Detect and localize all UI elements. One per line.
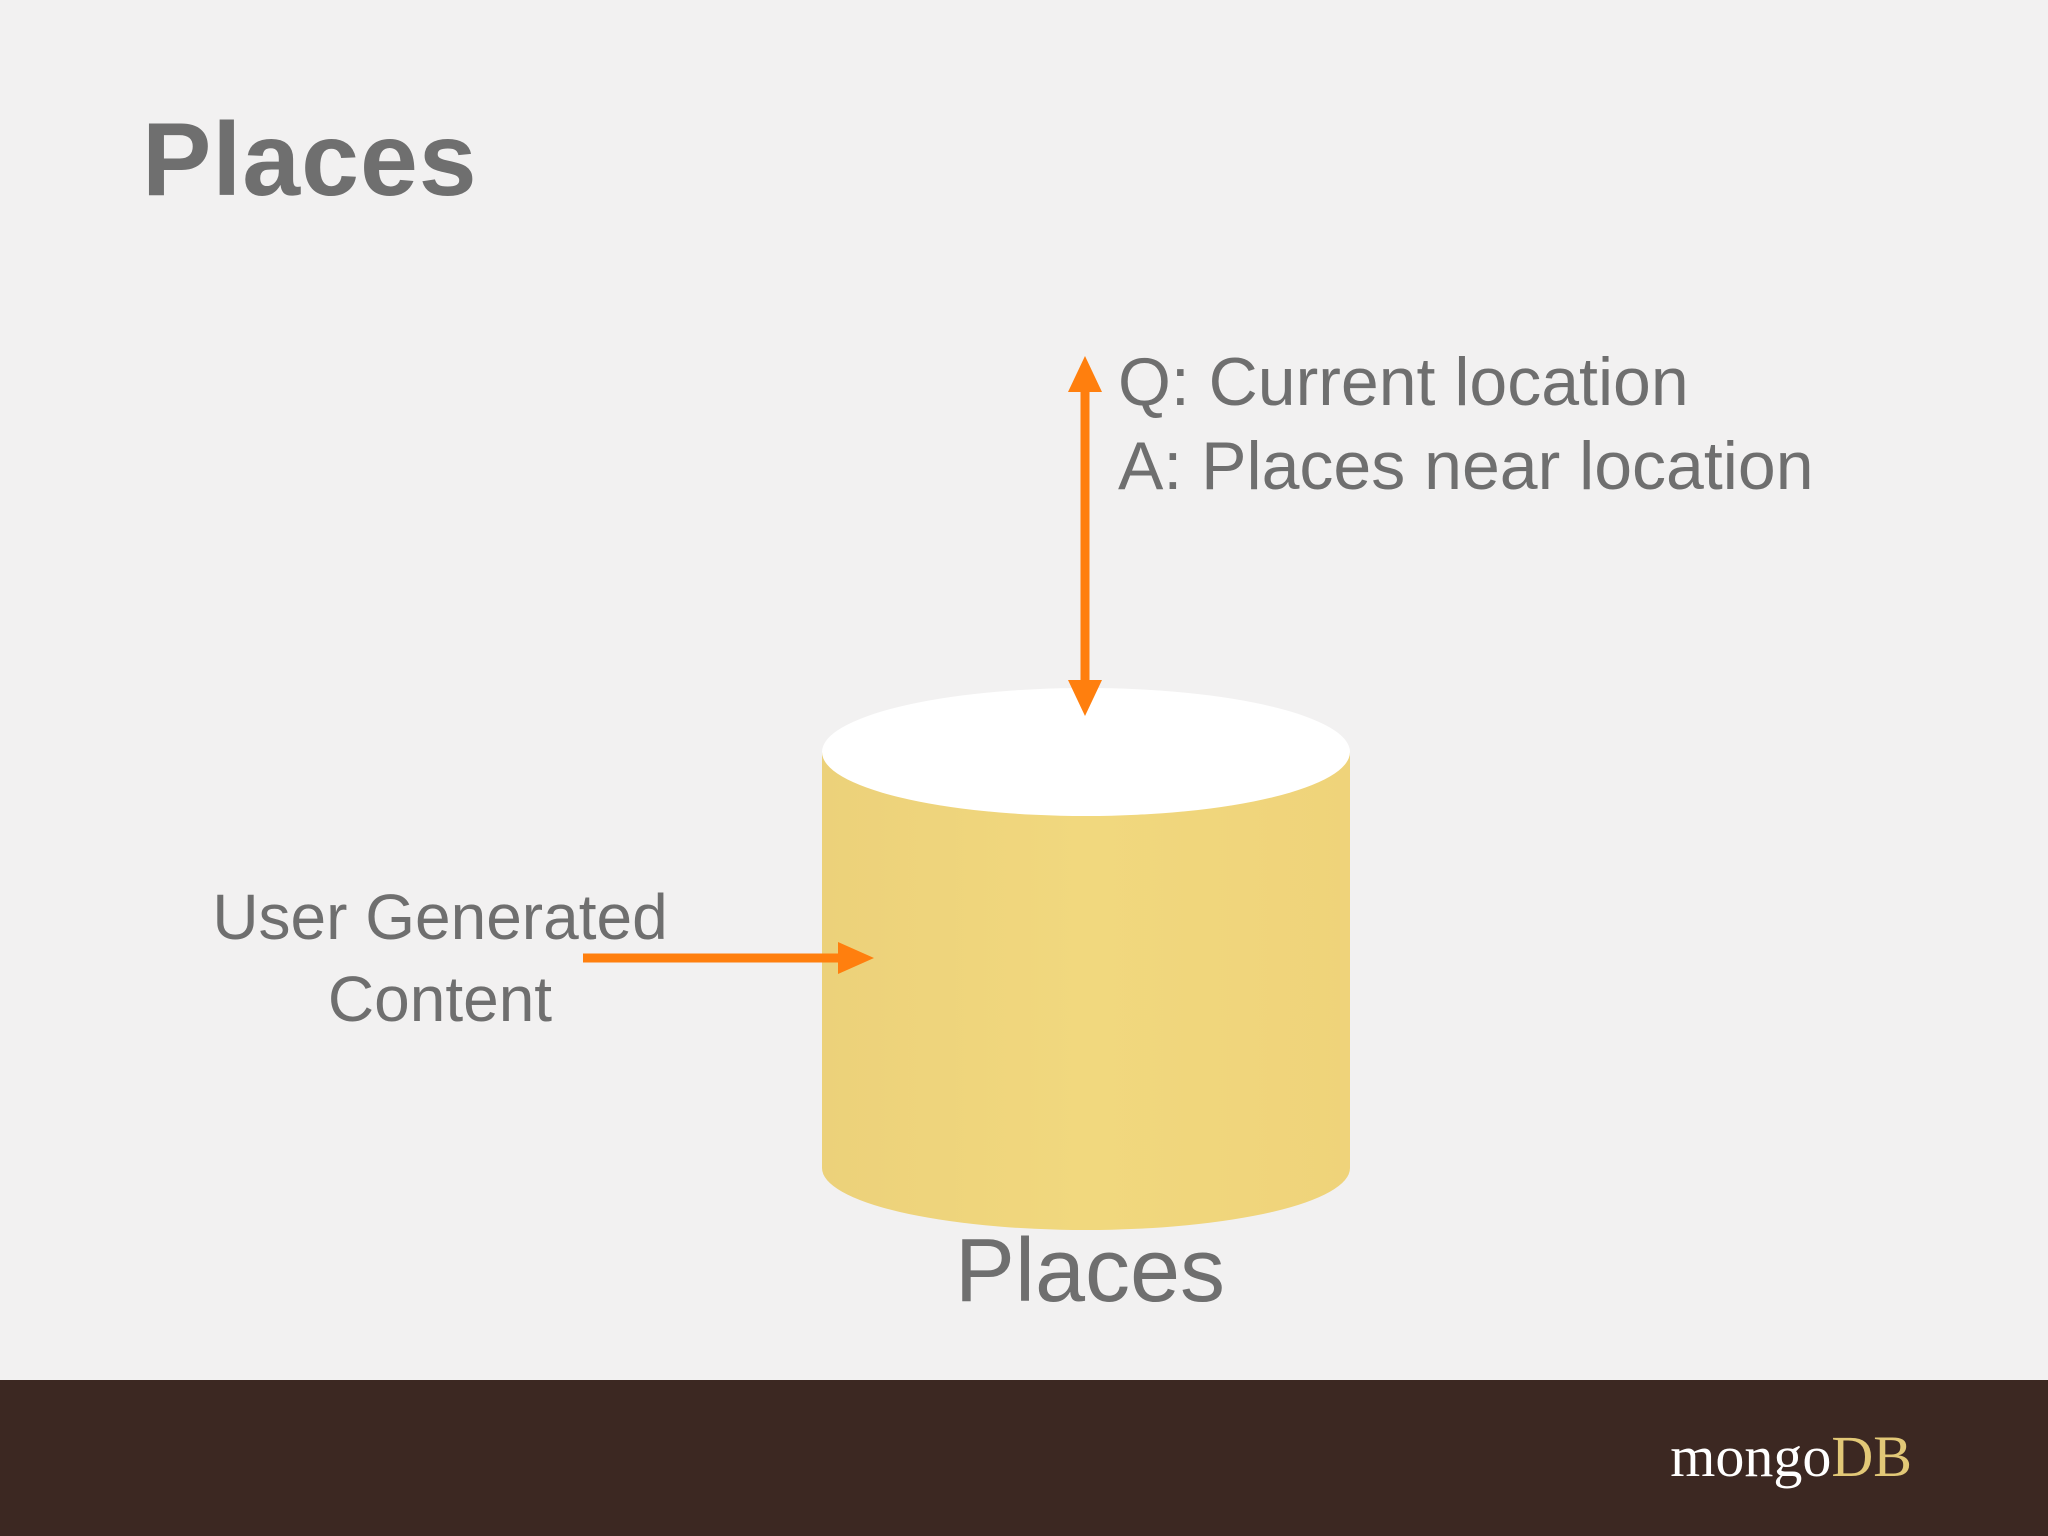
input-label-line1: User Generated — [212, 881, 668, 953]
logo-text-db: DB — [1831, 1424, 1912, 1489]
slide-title: Places — [142, 102, 478, 218]
input-label-line2: Content — [327, 963, 553, 1035]
input-arrow — [583, 942, 874, 974]
answer-label: A: Places near location — [1118, 428, 1814, 504]
database-label: Places — [954, 1221, 1226, 1321]
diagram — [583, 356, 1350, 1230]
cylinder-body — [822, 752, 1350, 1230]
query-label: Q: Current location — [1118, 344, 1689, 420]
input-source-label: User Generated Content — [190, 876, 690, 1040]
logo-text-mongo: mongo — [1670, 1424, 1832, 1489]
mongodb-logo: mongoDB — [1670, 1428, 1912, 1486]
query-answer-text: Q: Current location A: Places near locat… — [1118, 340, 1814, 508]
query-answer-arrow — [1068, 356, 1102, 716]
footer-bar: mongoDB — [0, 1380, 2048, 1536]
database-cylinder — [822, 688, 1350, 1230]
cylinder-top — [822, 688, 1350, 816]
